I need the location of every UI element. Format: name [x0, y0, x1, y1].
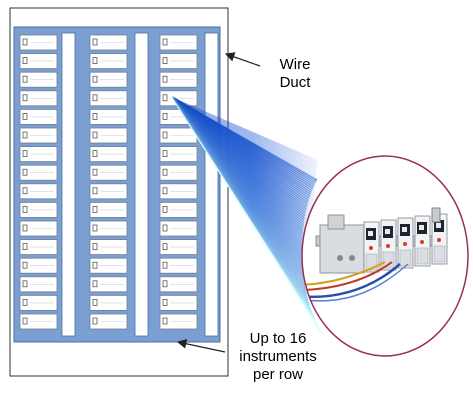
capacity-line: per row: [252, 366, 304, 383]
wire-duct-label: Wire Duct: [265, 56, 325, 92]
inset-lens-border: [301, 155, 469, 357]
instrument-slot: [159, 239, 198, 256]
wire-duct: [134, 32, 149, 337]
instrument-slot: [89, 276, 128, 293]
instrument-slot: [89, 220, 128, 237]
capacity-label: Up to 16 instruments per row: [226, 330, 330, 384]
wire-duct-line: Wire: [279, 56, 311, 73]
instrument-slot: [89, 294, 128, 311]
wire-duct: [204, 32, 219, 337]
instrument-slot: [159, 34, 198, 51]
instrument-slot: [159, 146, 198, 163]
instrument-slot: [19, 276, 58, 293]
zoom-beam: [171, 96, 323, 335]
instrument-slot: [159, 53, 198, 69]
capacity-line: Up to 16: [249, 330, 307, 347]
instrument-slot: [19, 146, 58, 163]
instrument-slot: [159, 313, 198, 330]
wire-ducts: [61, 32, 219, 337]
instrument-slot: [19, 257, 58, 274]
capacity-arrow: [176, 339, 226, 353]
instrument-slot: [159, 183, 198, 200]
wire-duct-arrow: [224, 52, 261, 67]
instrument-slots: [19, 34, 198, 330]
instrument-slot: [89, 257, 128, 274]
instrument-slot: [19, 239, 58, 256]
instrument-slot: [159, 257, 198, 274]
instrument-slot: [19, 201, 58, 218]
instrument-slot: [19, 90, 58, 107]
instrument-slot: [19, 313, 58, 330]
instrument-slot: [89, 90, 128, 107]
instrument-module: [414, 215, 431, 267]
instrument-slot: [89, 34, 128, 51]
instrument-slot: [89, 53, 128, 69]
instrument-slot: [159, 90, 198, 107]
beam-ray: [171, 96, 323, 335]
instrument-slot: [159, 201, 198, 218]
instrument-slot: [89, 109, 128, 125]
instrument-slot: [89, 164, 128, 181]
instrument-slot: [19, 71, 58, 88]
wire-duct: [61, 32, 76, 337]
instrument-slot: [89, 146, 128, 163]
instrument-slot: [159, 294, 198, 311]
instrument-slot: [159, 71, 198, 88]
instrument-slot: [19, 294, 58, 311]
instrument-slot: [159, 276, 198, 293]
instrument-slot: [89, 239, 128, 256]
instrument-slot: [89, 201, 128, 218]
instrument-module: [363, 221, 380, 273]
instrument-slot: [89, 71, 128, 88]
instrument-slot: [19, 34, 58, 51]
instrument-slot: [19, 164, 58, 181]
instrument-photo: [302, 207, 448, 302]
wire-duct-line: Duct: [279, 74, 311, 91]
instrument-module: [380, 219, 397, 271]
instrument-module: [397, 217, 414, 269]
capacity-line: instruments: [239, 348, 317, 365]
instrument-slot: [159, 220, 198, 237]
inset-lens: [301, 155, 469, 357]
instrument-slot: [89, 127, 128, 144]
instrument-slot: [19, 183, 58, 200]
instrument-slot: [89, 183, 128, 200]
instrument-slot: [19, 127, 58, 144]
instrument-slot: [19, 109, 58, 125]
instrument-slot: [89, 313, 128, 330]
instrument-slot: [19, 220, 58, 237]
instrument-slot: [159, 127, 198, 144]
instrument-slot: [159, 164, 198, 181]
instrument-slot: [19, 53, 58, 69]
beam-fill: [172, 97, 318, 300]
end-stop: [431, 207, 441, 223]
instrument-module: [431, 213, 448, 265]
